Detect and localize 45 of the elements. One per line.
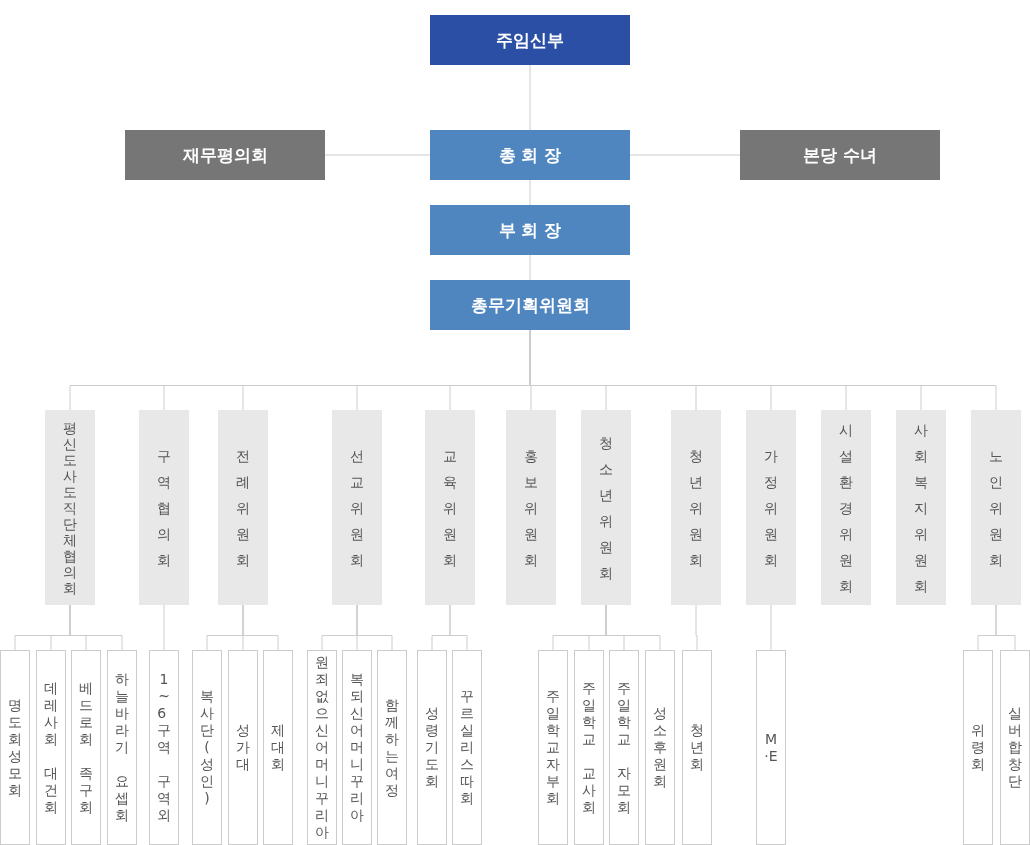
group-box: 원죄없으신어머니꾸리아	[307, 650, 337, 845]
committee-box: 구역협의회	[139, 410, 189, 605]
council-box: 본당 수녀	[740, 130, 940, 180]
pastor-box: 주임신부	[430, 15, 630, 65]
group-box: 제대회	[263, 650, 293, 845]
connector-line	[449, 604, 468, 651]
officer-box: 총 회 장	[430, 130, 630, 180]
connector-line	[242, 604, 279, 651]
group-box: 1~6 구역 구역외	[149, 650, 179, 845]
committee-box: 청년위원회	[671, 410, 721, 605]
officer-box: 부 회 장	[430, 205, 630, 255]
committee-box: 전례위원회	[218, 410, 268, 605]
group-box: 청년회	[682, 650, 712, 845]
connector-line	[995, 604, 1016, 651]
group-box: 명도회성모회	[0, 650, 30, 845]
officer-box: 총무기획위원회	[430, 280, 630, 330]
committee-box: 가정위원회	[746, 410, 796, 605]
group-box: M·E	[756, 650, 786, 845]
committee-box: 홍보위원회	[506, 410, 556, 605]
group-box: 베드로회 족구회	[71, 650, 101, 845]
group-box: 함께하는여정	[377, 650, 407, 845]
group-box: 주일학교 자모회	[609, 650, 639, 845]
group-box: 복사단(성인)	[192, 650, 222, 845]
connector-line	[69, 604, 123, 651]
group-box: 성소후원회	[645, 650, 675, 845]
committee-box: 시설환경위원회	[821, 410, 871, 605]
committee-box: 평신도사도직단체협의회	[45, 410, 95, 605]
group-box: 주일학교자부회	[538, 650, 568, 845]
committee-box: 사회복지위원회	[896, 410, 946, 605]
group-box: 복되신어머니꾸리아	[342, 650, 372, 845]
group-box: 성가대	[228, 650, 258, 845]
committee-box: 노인위원회	[971, 410, 1021, 605]
group-box: 성령기도회	[417, 650, 447, 845]
group-box: 하늘바라기 요셉회	[107, 650, 137, 845]
connector-line	[356, 604, 393, 651]
committee-box: 교육위원회	[425, 410, 475, 605]
group-box: 주일학교 교사회	[574, 650, 604, 845]
group-box: 꾸르실리스따회	[452, 650, 482, 845]
group-box: 데레사회 대건회	[36, 650, 66, 845]
group-box: 실버합창단	[1000, 650, 1030, 845]
group-box: 위령회	[963, 650, 993, 845]
connector-line	[605, 604, 661, 651]
committee-box: 청소년위원회	[581, 410, 631, 605]
committee-box: 선교위원회	[332, 410, 382, 605]
council-box: 재무평의회	[125, 130, 325, 180]
